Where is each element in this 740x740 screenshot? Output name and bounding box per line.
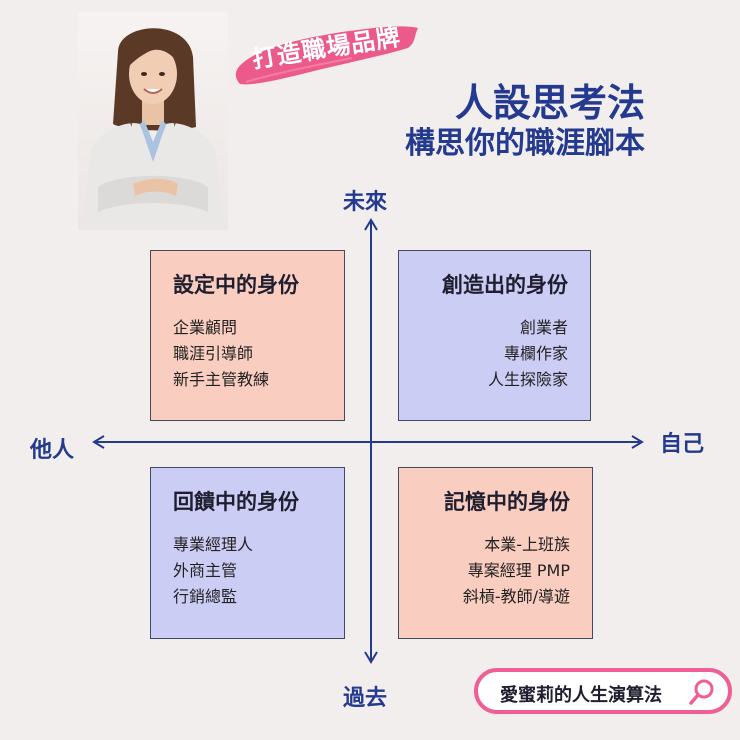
axis-label-self: 自己 xyxy=(660,432,705,457)
quadrant-list: 企業顧問 職涯引導師 新手主管教練 xyxy=(173,315,269,393)
axis-label-others: 他人 xyxy=(30,438,75,463)
quadrant-list: 專業經理人 外商主管 行銷總監 xyxy=(173,532,253,610)
list-item: 新手主管教練 xyxy=(173,370,270,389)
quadrant-bottom-right: 記憶中的身份 本業-上班族 專案經理 PMP 斜槓-教師/導遊 xyxy=(398,467,593,639)
brush-stroke-tag xyxy=(235,26,418,85)
page-title: 人設思考法 xyxy=(454,81,645,125)
list-item: 人生探險家 xyxy=(487,370,568,389)
list-item: 專案經理 PMP xyxy=(467,561,570,580)
quadrant-list: 本業-上班族 專案經理 PMP 斜槓-教師/導遊 xyxy=(463,532,570,610)
quadrant-list: 創業者 專欄作家 人生探險家 xyxy=(488,315,568,393)
arrow-right xyxy=(631,435,644,449)
search-text: 愛蜜莉的人生演算法 xyxy=(500,685,662,706)
list-item: 職涯引導師 xyxy=(173,344,254,363)
axis-label-future: 未來 xyxy=(343,190,388,215)
quadrant-title: 創造出的身份 xyxy=(442,273,568,297)
quadrant-top-right: 創造出的身份 創業者 專欄作家 人生探險家 xyxy=(398,250,591,421)
list-item: 外商主管 xyxy=(173,561,238,580)
quadrant-title: 回饋中的身份 xyxy=(173,490,299,514)
quadrant-title: 記憶中的身份 xyxy=(444,490,570,514)
list-item: 專業經理人 xyxy=(173,535,254,554)
author-portrait xyxy=(78,12,228,230)
search-bar[interactable]: 愛蜜莉的人生演算法 xyxy=(474,668,732,714)
arrow-down xyxy=(364,651,378,664)
list-item: 企業顧問 xyxy=(173,318,238,337)
arrow-left xyxy=(92,435,105,449)
search-icon[interactable] xyxy=(688,678,716,706)
axis-label-past: 過去 xyxy=(343,686,388,711)
list-item: 本業-上班族 xyxy=(484,535,570,554)
quadrant-title: 設定中的身份 xyxy=(173,273,299,297)
list-item: 創業者 xyxy=(519,318,568,337)
list-item: 專欄作家 xyxy=(503,344,568,363)
quadrant-bottom-left: 回饋中的身份 專業經理人 外商主管 行銷總監 xyxy=(150,467,345,639)
list-item: 斜槓-教師/導遊 xyxy=(462,587,570,606)
arrow-up xyxy=(364,218,378,231)
quadrant-top-left: 設定中的身份 企業顧問 職涯引導師 新手主管教練 xyxy=(150,250,345,421)
page-subtitle: 構思你的職涯腳本 xyxy=(405,126,645,161)
list-item: 行銷總監 xyxy=(173,587,238,606)
